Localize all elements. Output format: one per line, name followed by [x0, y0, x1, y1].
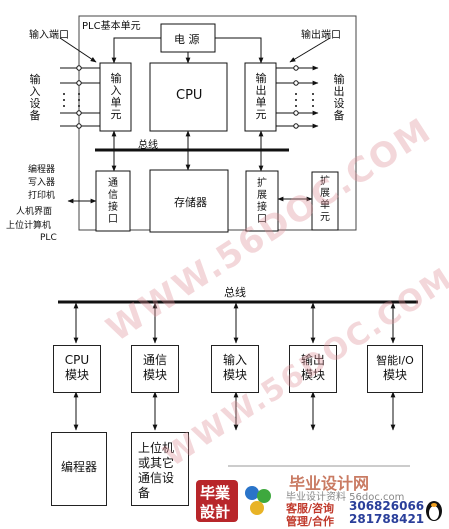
module-output: 输出 模块	[289, 345, 337, 393]
module-cpu-line1: CPU	[64, 353, 90, 367]
top-bus-label: 总线	[138, 140, 158, 151]
peripheral-item: PLC	[40, 233, 57, 243]
footer-logo-badge: 毕業 設計	[196, 480, 238, 522]
qq1-number: 306826066	[349, 499, 425, 513]
module-input: 输入 模块	[211, 345, 259, 393]
comm-interface-label: 通信接口	[108, 178, 118, 225]
manage-label: 管理/合作	[286, 515, 335, 528]
module-comm-line2: 模块	[142, 368, 167, 382]
power-line-right	[215, 37, 264, 64]
programmer-label: 编程器	[60, 460, 97, 474]
programmer-box: 编程器	[51, 432, 107, 506]
module-comm-line1: 通信	[142, 353, 167, 367]
module-comm: 通信 模块	[131, 345, 179, 393]
module-cpu-line2: 模块	[64, 368, 89, 382]
ext-interface-box	[245, 170, 279, 232]
footer-banner: 毕业设计网 毕業 設計 毕业设计资料 56doc.com 客服/咨询 管理/合作…	[196, 474, 449, 528]
peripheral-item: 编程器	[28, 165, 56, 175]
memory-label: 存储器	[174, 196, 207, 209]
cpu-box	[149, 62, 228, 132]
footer-site-text: 毕业设计资料 56doc.com	[286, 492, 405, 503]
module-smart-io: 智能I/O 模块	[367, 345, 423, 393]
footer-people-icon	[242, 484, 276, 520]
peripheral-item: 人机界面	[16, 207, 53, 217]
footer-logo-text: 毕业设计网	[289, 474, 370, 493]
output-port-label: 输出端口	[301, 30, 341, 41]
module-cpu: CPU 模块	[53, 345, 101, 393]
bottom-bus-label: 总线	[224, 286, 246, 299]
power-line-left	[111, 37, 161, 64]
logo-line1: 毕業	[200, 484, 231, 502]
service-label: 客服/咨询	[286, 502, 335, 515]
module-output-line2: 模块	[300, 368, 325, 382]
host-line2: 或其它	[138, 456, 175, 470]
input-device-label: 输入设备	[29, 73, 41, 122]
output-unit-label: 输出单元	[255, 72, 267, 121]
ext-unit-label: 扩展单元	[320, 176, 330, 223]
input-port-label: 输入端口	[29, 30, 69, 41]
cpu-label: CPU	[176, 88, 203, 103]
input-unit-label: 输入单元	[110, 72, 122, 121]
module-smart-io-line1: 智能I/O	[376, 354, 414, 367]
qq2-number: 281788421	[349, 512, 425, 526]
ext-interface-label: 扩展接口	[257, 178, 267, 225]
host-line4: 备	[138, 486, 151, 500]
peripheral-item: 打印机	[28, 191, 56, 201]
module-input-line2: 模块	[222, 368, 247, 382]
peripheral-item: 上位计算机	[6, 221, 52, 231]
penguin-icon	[424, 498, 444, 522]
host-line1: 上位机	[138, 441, 175, 455]
module-smart-io-line2: 模块	[382, 368, 407, 382]
host-box: 上位机 或其它 通信设 备	[131, 432, 189, 506]
output-device-label: 输出设备	[333, 73, 345, 122]
peripheral-item: 写入器	[28, 178, 56, 188]
module-output-line1: 输出	[300, 353, 325, 367]
module-input-line1: 输入	[222, 353, 247, 367]
memory-box	[149, 169, 229, 233]
plc-unit-label: PLC基本单元	[82, 21, 141, 32]
logo-line2: 設計	[200, 503, 231, 521]
host-line3: 通信设	[138, 471, 175, 485]
power-label: 电 源	[174, 33, 200, 46]
